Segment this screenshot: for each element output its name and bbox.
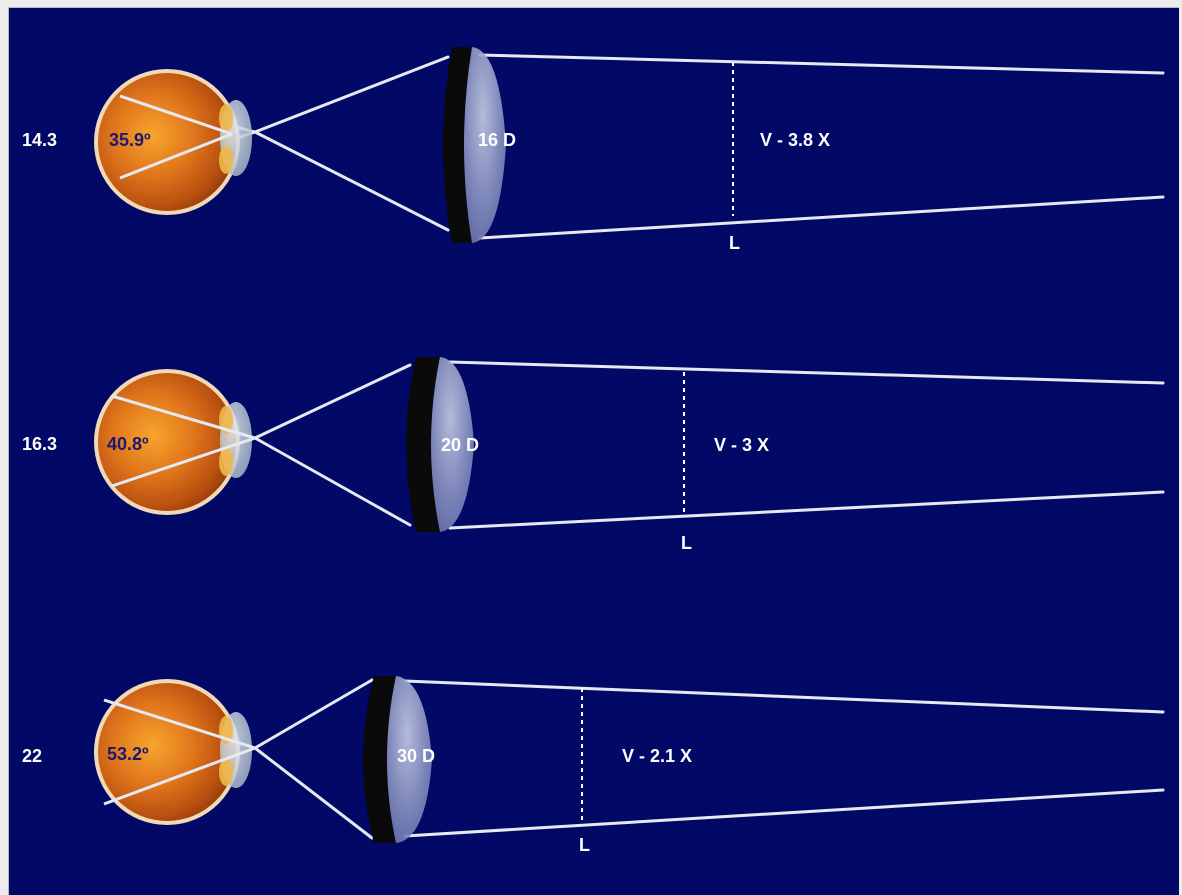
magnification-label-2: V - 3 X [714,435,769,455]
focal-label-2: 16.3 [22,434,57,454]
row-2: 16.3 40.8º 20 D V - 3 X L [22,357,1165,553]
eye-3 [94,679,256,825]
magnification-label-3: V - 2.1 X [622,746,692,766]
condensing-lens-2 [406,357,474,532]
lens-power-label-2: 20 D [441,435,479,455]
condensing-lens-3 [363,676,432,843]
focal-label-3: 22 [22,746,42,766]
row-2-light-rays [253,360,1165,530]
row-3: 22 53.2º 30 D V - 2.1 X L [22,676,1165,855]
eye-2 [94,369,256,515]
marker-label-2: L [681,533,692,553]
row-1: 14.3 35.9º 16 D V - 3.8 X L [22,47,1165,253]
marker-label-1: L [729,233,740,253]
lens-power-label-1: 16 D [478,130,516,150]
row-1-light-rays [118,53,1165,240]
angle-label-2: 40.8º [107,434,149,454]
eye-1 [94,69,252,215]
angle-label-3: 53.2º [107,744,149,764]
focal-label-1: 14.3 [22,130,57,150]
magnification-label-1: V - 3.8 X [760,130,830,150]
condensing-lens-1 [443,47,506,243]
marker-label-3: L [579,835,590,855]
angle-label-1: 35.9º [109,130,151,150]
lens-power-label-3: 30 D [397,746,435,766]
row-3-light-rays [253,678,1165,840]
